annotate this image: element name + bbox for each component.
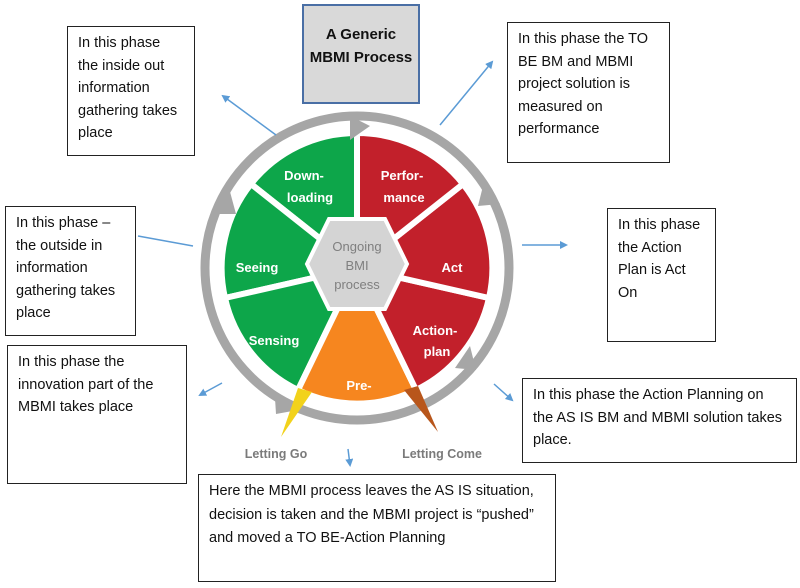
- arrow-to-sensing-box: [198, 382, 223, 396]
- label-act: Act: [442, 260, 464, 275]
- ring-arrow-right: [478, 186, 500, 206]
- diagram-title-box: A Generic MBMI Process: [302, 4, 420, 104]
- annotation-act: In this phase the Action Plan is Act On: [607, 208, 716, 342]
- ring-arrow-left: [213, 188, 236, 214]
- hub-label-line-3: process: [334, 277, 380, 292]
- label-sensing: Sensing: [249, 333, 300, 348]
- label-downloading-2: loading: [287, 190, 333, 205]
- label-presencing-2: sencing: [334, 399, 383, 414]
- annotation-seeing: In this phase – the outside in informati…: [5, 206, 136, 336]
- outer-ring: [200, 111, 514, 425]
- label-actionplan-2: plan: [424, 344, 451, 359]
- hub-label-line-2: BMI: [345, 258, 368, 273]
- annotation-downloading: In this phase the inside out information…: [67, 26, 195, 156]
- arrow-to-seeing-box: [137, 235, 194, 247]
- diagram-title: A Generic MBMI Process: [309, 26, 413, 66]
- label-seeing: Seeing: [236, 260, 279, 275]
- arrow-to-presencing-box: [345, 448, 354, 467]
- hub-hexagon: [304, 217, 410, 311]
- ring-arrow-top: [350, 116, 370, 140]
- arrow-to-performance-box: [439, 60, 494, 126]
- letting-go-label: Letting Go: [245, 447, 308, 461]
- annotation-sensing: In this phase the innovation part of the…: [7, 345, 187, 484]
- label-performance-1: Perfor-: [381, 168, 424, 183]
- label-downloading-1: Down-: [284, 168, 324, 183]
- arrow-to-actionplan-box: [493, 383, 514, 402]
- arrow-to-downloading-box: [221, 94, 277, 136]
- ring-arrow-bottom-right: [455, 346, 476, 370]
- label-performance-2: mance: [383, 190, 424, 205]
- hub-label-line-1: Ongoing: [332, 239, 381, 254]
- annotation-presencing: Here the MBMI process leaves the AS IS s…: [198, 474, 556, 582]
- letting-go-spike: [281, 388, 312, 437]
- label-presencing-1: Pre-: [346, 378, 371, 393]
- letting-come-label: Letting Come: [402, 447, 482, 461]
- annotation-actionplan: In this phase the Action Planning on the…: [522, 378, 797, 463]
- letting-come-spike: [404, 386, 438, 432]
- label-actionplan-1: Action-: [413, 323, 458, 338]
- annotation-performance: In this phase the TO BE BM and MBMI proj…: [507, 22, 670, 163]
